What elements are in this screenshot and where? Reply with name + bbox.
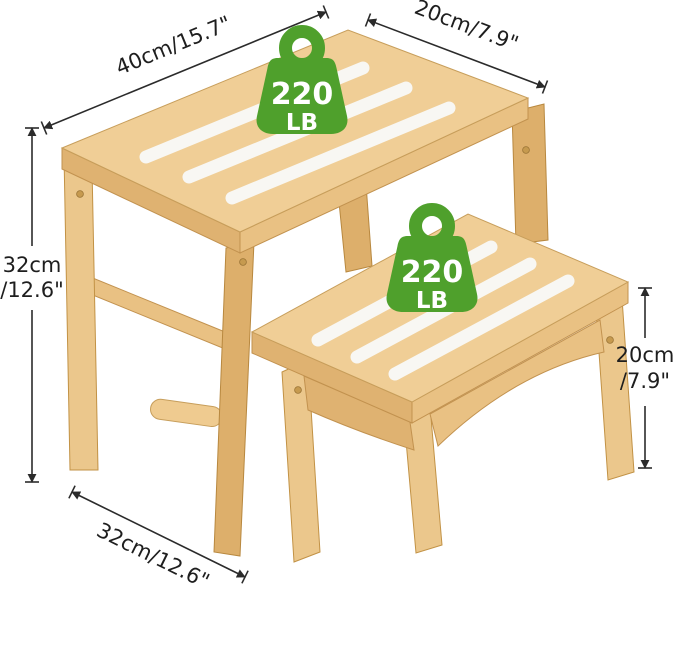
dimension-label-total-height-in: /12.6" [0, 278, 64, 302]
left-rear-leg [213, 241, 255, 557]
arched-apron-left [303, 375, 415, 451]
lower-step [250, 213, 635, 563]
screw [606, 336, 614, 344]
dimension-total-height: 32cm /12.6" [0, 127, 64, 483]
grip-strip [225, 101, 456, 205]
back-right-leg [511, 103, 549, 245]
weight-tag: 220 LB [386, 203, 478, 314]
weight-tag-body-icon [386, 236, 478, 312]
screws [76, 146, 614, 394]
weight-unit: LB [416, 288, 448, 314]
screw [76, 190, 84, 198]
dimension-step-height: 20cm /7.9" [616, 287, 675, 469]
dimension-label-base-depth: 32cm/12.6" [93, 518, 213, 593]
dimension-label-top-length: 40cm/15.7" [112, 11, 234, 80]
screw [294, 386, 302, 394]
weight-unit: LB [286, 110, 318, 136]
weight-value: 220 [271, 77, 334, 112]
wooden-peg [150, 398, 223, 428]
screw [239, 258, 247, 266]
dimension-label-step-height-in: /7.9" [620, 369, 670, 393]
grip-strip [388, 274, 575, 381]
dimension-label-step-height-cm: 20cm [616, 343, 675, 367]
arched-apron-front [429, 319, 605, 447]
weight-capacity-tags: 220 LB 220 LB [256, 25, 478, 314]
front-left-leg [63, 154, 99, 471]
side-rail [77, 271, 231, 352]
screw [522, 146, 530, 154]
weight-value: 220 [401, 255, 464, 290]
dimension-label-top-depth: 20cm/7.9" [411, 0, 521, 56]
weight-tag-body-icon [256, 58, 348, 134]
stool-tall-frame [63, 103, 549, 557]
weight-tag: 220 LB [256, 25, 348, 136]
dimension-label-total-height-cm: 32cm [3, 253, 62, 277]
